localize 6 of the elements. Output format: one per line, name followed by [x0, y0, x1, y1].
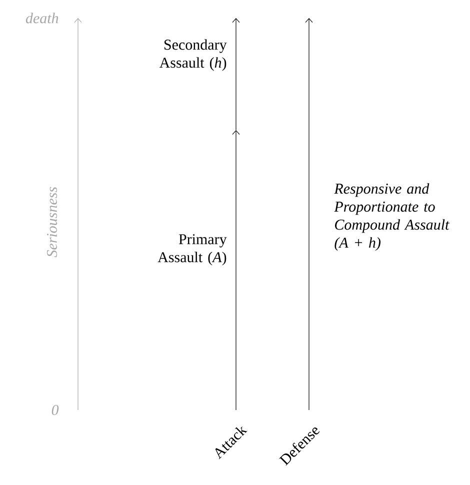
segment-label: Secondary Assault (h) [159, 39, 227, 71]
axis-start-label: 0 [52, 404, 59, 416]
response-label: Responsive and Proportionate to Compound Assault (A + h) [334, 183, 450, 251]
axis-title: Seriousness [46, 187, 58, 258]
segment-label: Primary Assault (A) [158, 234, 227, 266]
axis-end-label: death [26, 12, 58, 24]
